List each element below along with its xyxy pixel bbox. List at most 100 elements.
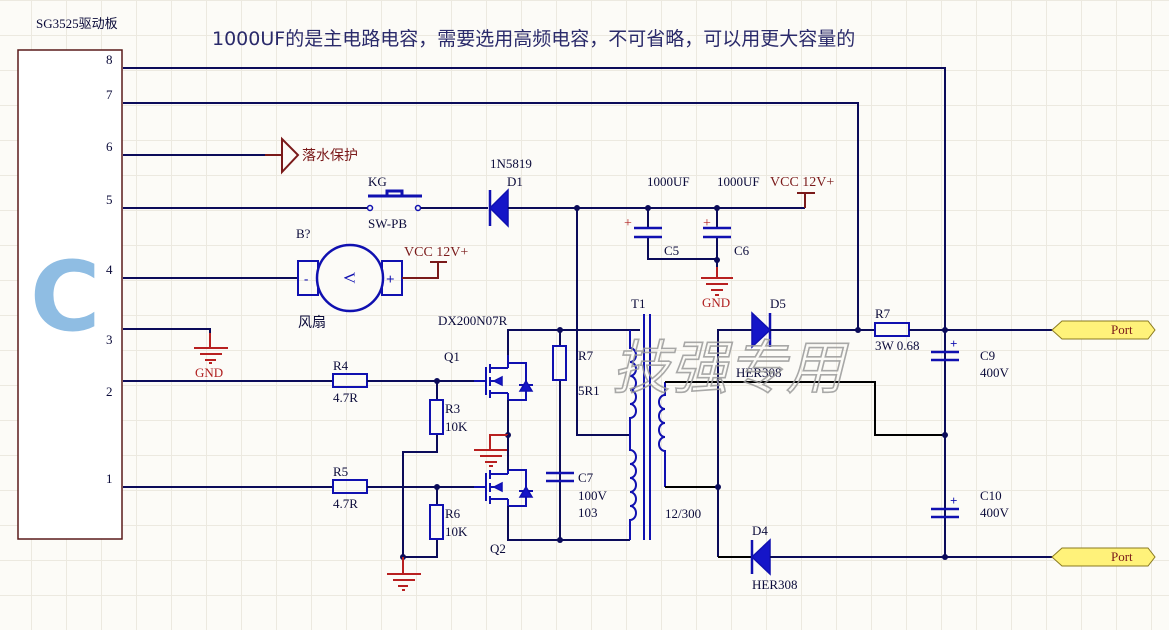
port-output-2[interactable]: [1051, 547, 1156, 567]
resistor-r4[interactable]: [332, 373, 368, 388]
r5-value: 4.7R: [333, 496, 358, 511]
vcc-label-1: VCC 12V+: [770, 175, 834, 190]
r7a-value: 5R1: [578, 383, 600, 398]
wire-r3[interactable]: [402, 381, 438, 557]
driver-pin-labels: 8 7 6 5 4 3 2 1: [106, 52, 113, 486]
capacitor-c10[interactable]: [931, 507, 959, 519]
fan-symbol: V: [340, 272, 357, 284]
r6-value: 10K: [445, 524, 468, 539]
driver-board-body[interactable]: [17, 49, 123, 540]
d4-ref: D4: [752, 523, 768, 538]
fan-ref: B?: [296, 226, 311, 241]
capacitor-c5[interactable]: [634, 208, 717, 260]
ground-icon: [474, 434, 508, 467]
c9-ref: C9: [980, 348, 995, 363]
fan-name: 风扇: [298, 315, 326, 331]
capacitor-c9[interactable]: [931, 350, 959, 362]
port-output-1[interactable]: [1051, 320, 1156, 340]
d1-ref: D1: [507, 174, 523, 189]
logo-c: C: [30, 241, 100, 353]
port-label-2: Port: [1111, 549, 1133, 564]
r4-ref: R4: [333, 358, 349, 373]
junction: [942, 327, 948, 333]
c10-plus: +: [950, 493, 957, 508]
c7-voltage: 100V: [578, 488, 608, 503]
transformer-t1[interactable]: [629, 314, 666, 540]
fan-plus: +: [386, 272, 395, 288]
wire-q2-source[interactable]: [507, 506, 630, 541]
gnd-label-2: GND: [702, 295, 730, 310]
protection-port-icon[interactable]: [265, 136, 300, 175]
q1-ref: Q1: [444, 349, 460, 364]
fan-motor[interactable]: [297, 243, 403, 313]
switch-kg[interactable]: [366, 189, 423, 212]
r7b-ref: R7: [875, 306, 891, 321]
gnd-label-1: GND: [195, 365, 223, 380]
resistor-r3[interactable]: [429, 399, 444, 435]
mosfet-part: DX200N07R: [438, 313, 508, 328]
wire-pin3[interactable]: [123, 328, 211, 345]
capacitor-c6[interactable]: [703, 208, 731, 267]
ground-icon: [387, 557, 421, 591]
resistor-r7a[interactable]: [552, 345, 567, 381]
d4-part: HER308: [752, 577, 798, 592]
c10-ref: C10: [980, 488, 1002, 503]
c9-voltage: 400V: [980, 365, 1010, 380]
wire-pin7[interactable]: [123, 102, 859, 330]
fan-minus: -: [304, 271, 308, 286]
c6-value: 1000UF: [717, 174, 760, 189]
d5-ref: D5: [770, 296, 786, 311]
r6-ref: R6: [445, 506, 461, 521]
pin-5-label: 5: [106, 192, 113, 207]
port-label-1: Port: [1111, 322, 1133, 337]
r7a-ref: R7: [578, 348, 594, 363]
junction: [855, 327, 861, 333]
r4-value: 4.7R: [333, 390, 358, 405]
pin-3-label: 3: [106, 332, 113, 347]
d5-part: HER308: [736, 365, 782, 380]
switch-ref: KG: [368, 174, 387, 189]
c5-ref: C5: [664, 243, 679, 258]
wire-pin8[interactable]: [123, 67, 946, 557]
watermark: 技强专用: [612, 334, 849, 402]
c10-voltage: 400V: [980, 505, 1010, 520]
pin-2-label: 2: [106, 384, 113, 399]
d1-part: 1N5819: [490, 156, 532, 171]
ground-icon: [194, 333, 228, 364]
junction: [942, 432, 948, 438]
c5-value: 1000UF: [647, 174, 690, 189]
pin-1-label: 1: [106, 471, 113, 486]
resistor-r6[interactable]: [429, 504, 444, 540]
mosfet-q2[interactable]: [474, 469, 534, 507]
driver-board-name: SG3525驱动板: [36, 16, 118, 31]
capacitor-c7[interactable]: [546, 471, 574, 483]
diode-d4[interactable]: [750, 538, 771, 576]
junction: [942, 554, 948, 560]
wire-r6[interactable]: [403, 487, 438, 558]
c9-plus: +: [950, 336, 957, 351]
vcc-label-2: VCC 12V+: [404, 245, 468, 260]
diode-d1[interactable]: [488, 188, 509, 228]
r5-ref: R5: [333, 464, 348, 479]
r7b-value: 3W 0.68: [875, 338, 920, 353]
wire-secondary-top[interactable]: [665, 381, 945, 436]
pin-8-label: 8: [106, 52, 113, 67]
title-note: 1000UF的是主电路电容，需要选用高频电容，不可省略，可以用更大容量的: [212, 28, 855, 50]
junction: [714, 257, 720, 263]
c7-ref: C7: [578, 470, 594, 485]
c6-ref: C6: [734, 243, 750, 258]
resistor-r5[interactable]: [332, 479, 368, 494]
wire-fan-vcc[interactable]: [402, 262, 439, 279]
wire-d5[interactable]: [717, 329, 752, 557]
wire-q1-drain[interactable]: [507, 329, 640, 355]
c6-plus: +: [703, 216, 711, 231]
resistor-r7b[interactable]: [874, 322, 910, 337]
pin-4-label: 4: [106, 262, 113, 277]
mosfet-q1[interactable]: [474, 355, 534, 401]
junction: [557, 537, 563, 543]
t1-ratio: 12/300: [665, 506, 701, 521]
switch-type: SW-PB: [368, 216, 407, 231]
wire-center-tap[interactable]: [576, 208, 630, 436]
